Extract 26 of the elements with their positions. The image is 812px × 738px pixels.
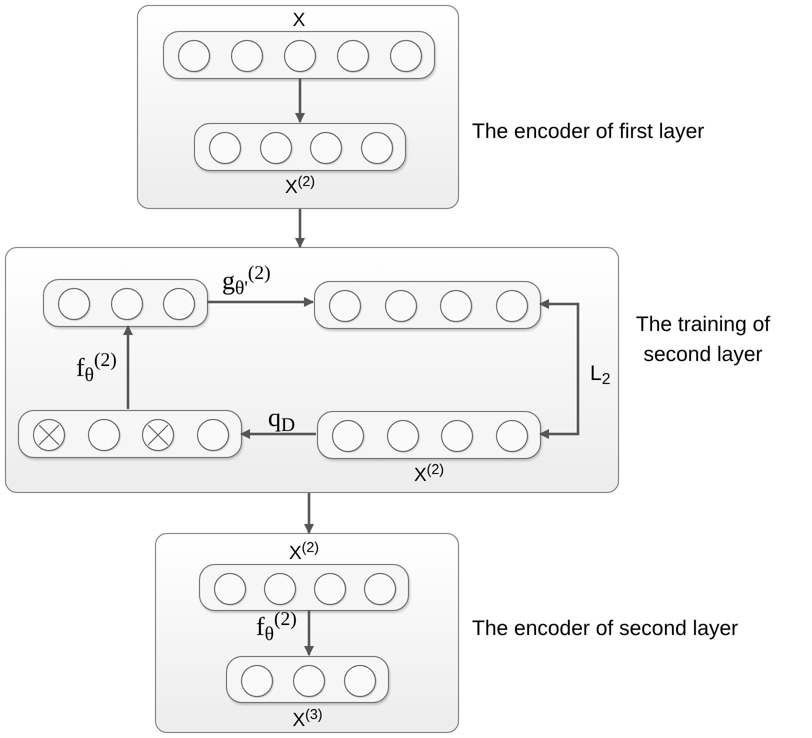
- stage-panel: [5, 247, 619, 493]
- arrow: [295, 78, 305, 123]
- arrow: [123, 325, 133, 409]
- edge-label: L$_{2}$: [590, 363, 610, 384]
- arrow: [207, 297, 314, 307]
- crossed-neuron-icon: [33, 419, 65, 451]
- layer-box: [314, 281, 541, 329]
- arrow: [304, 610, 314, 656]
- layer-box: [43, 279, 208, 327]
- arrow: [295, 209, 305, 248]
- layer-label: X$^{(2)}$: [284, 178, 316, 197]
- layer-label: X: [292, 11, 306, 30]
- stage-caption: The training of second layer: [634, 312, 772, 368]
- layer-label: X$^{(2)}$: [288, 544, 320, 563]
- layer-label: X$^{(3)}$: [292, 711, 323, 730]
- stage-panel: [137, 5, 459, 209]
- arrow: [539, 299, 580, 439]
- arrow: [240, 429, 316, 439]
- stage-caption: The encoder of first layer: [472, 119, 706, 145]
- crossed-neuron-icon: [142, 419, 174, 451]
- arrow: [304, 493, 314, 534]
- stage-caption: The encoder of second layer: [472, 616, 740, 642]
- stage-panel: [155, 533, 459, 733]
- edge-label: q$_{D}$: [268, 405, 296, 431]
- layer-box: [18, 410, 242, 458]
- layer-label: X$^{(2)}$: [414, 466, 444, 485]
